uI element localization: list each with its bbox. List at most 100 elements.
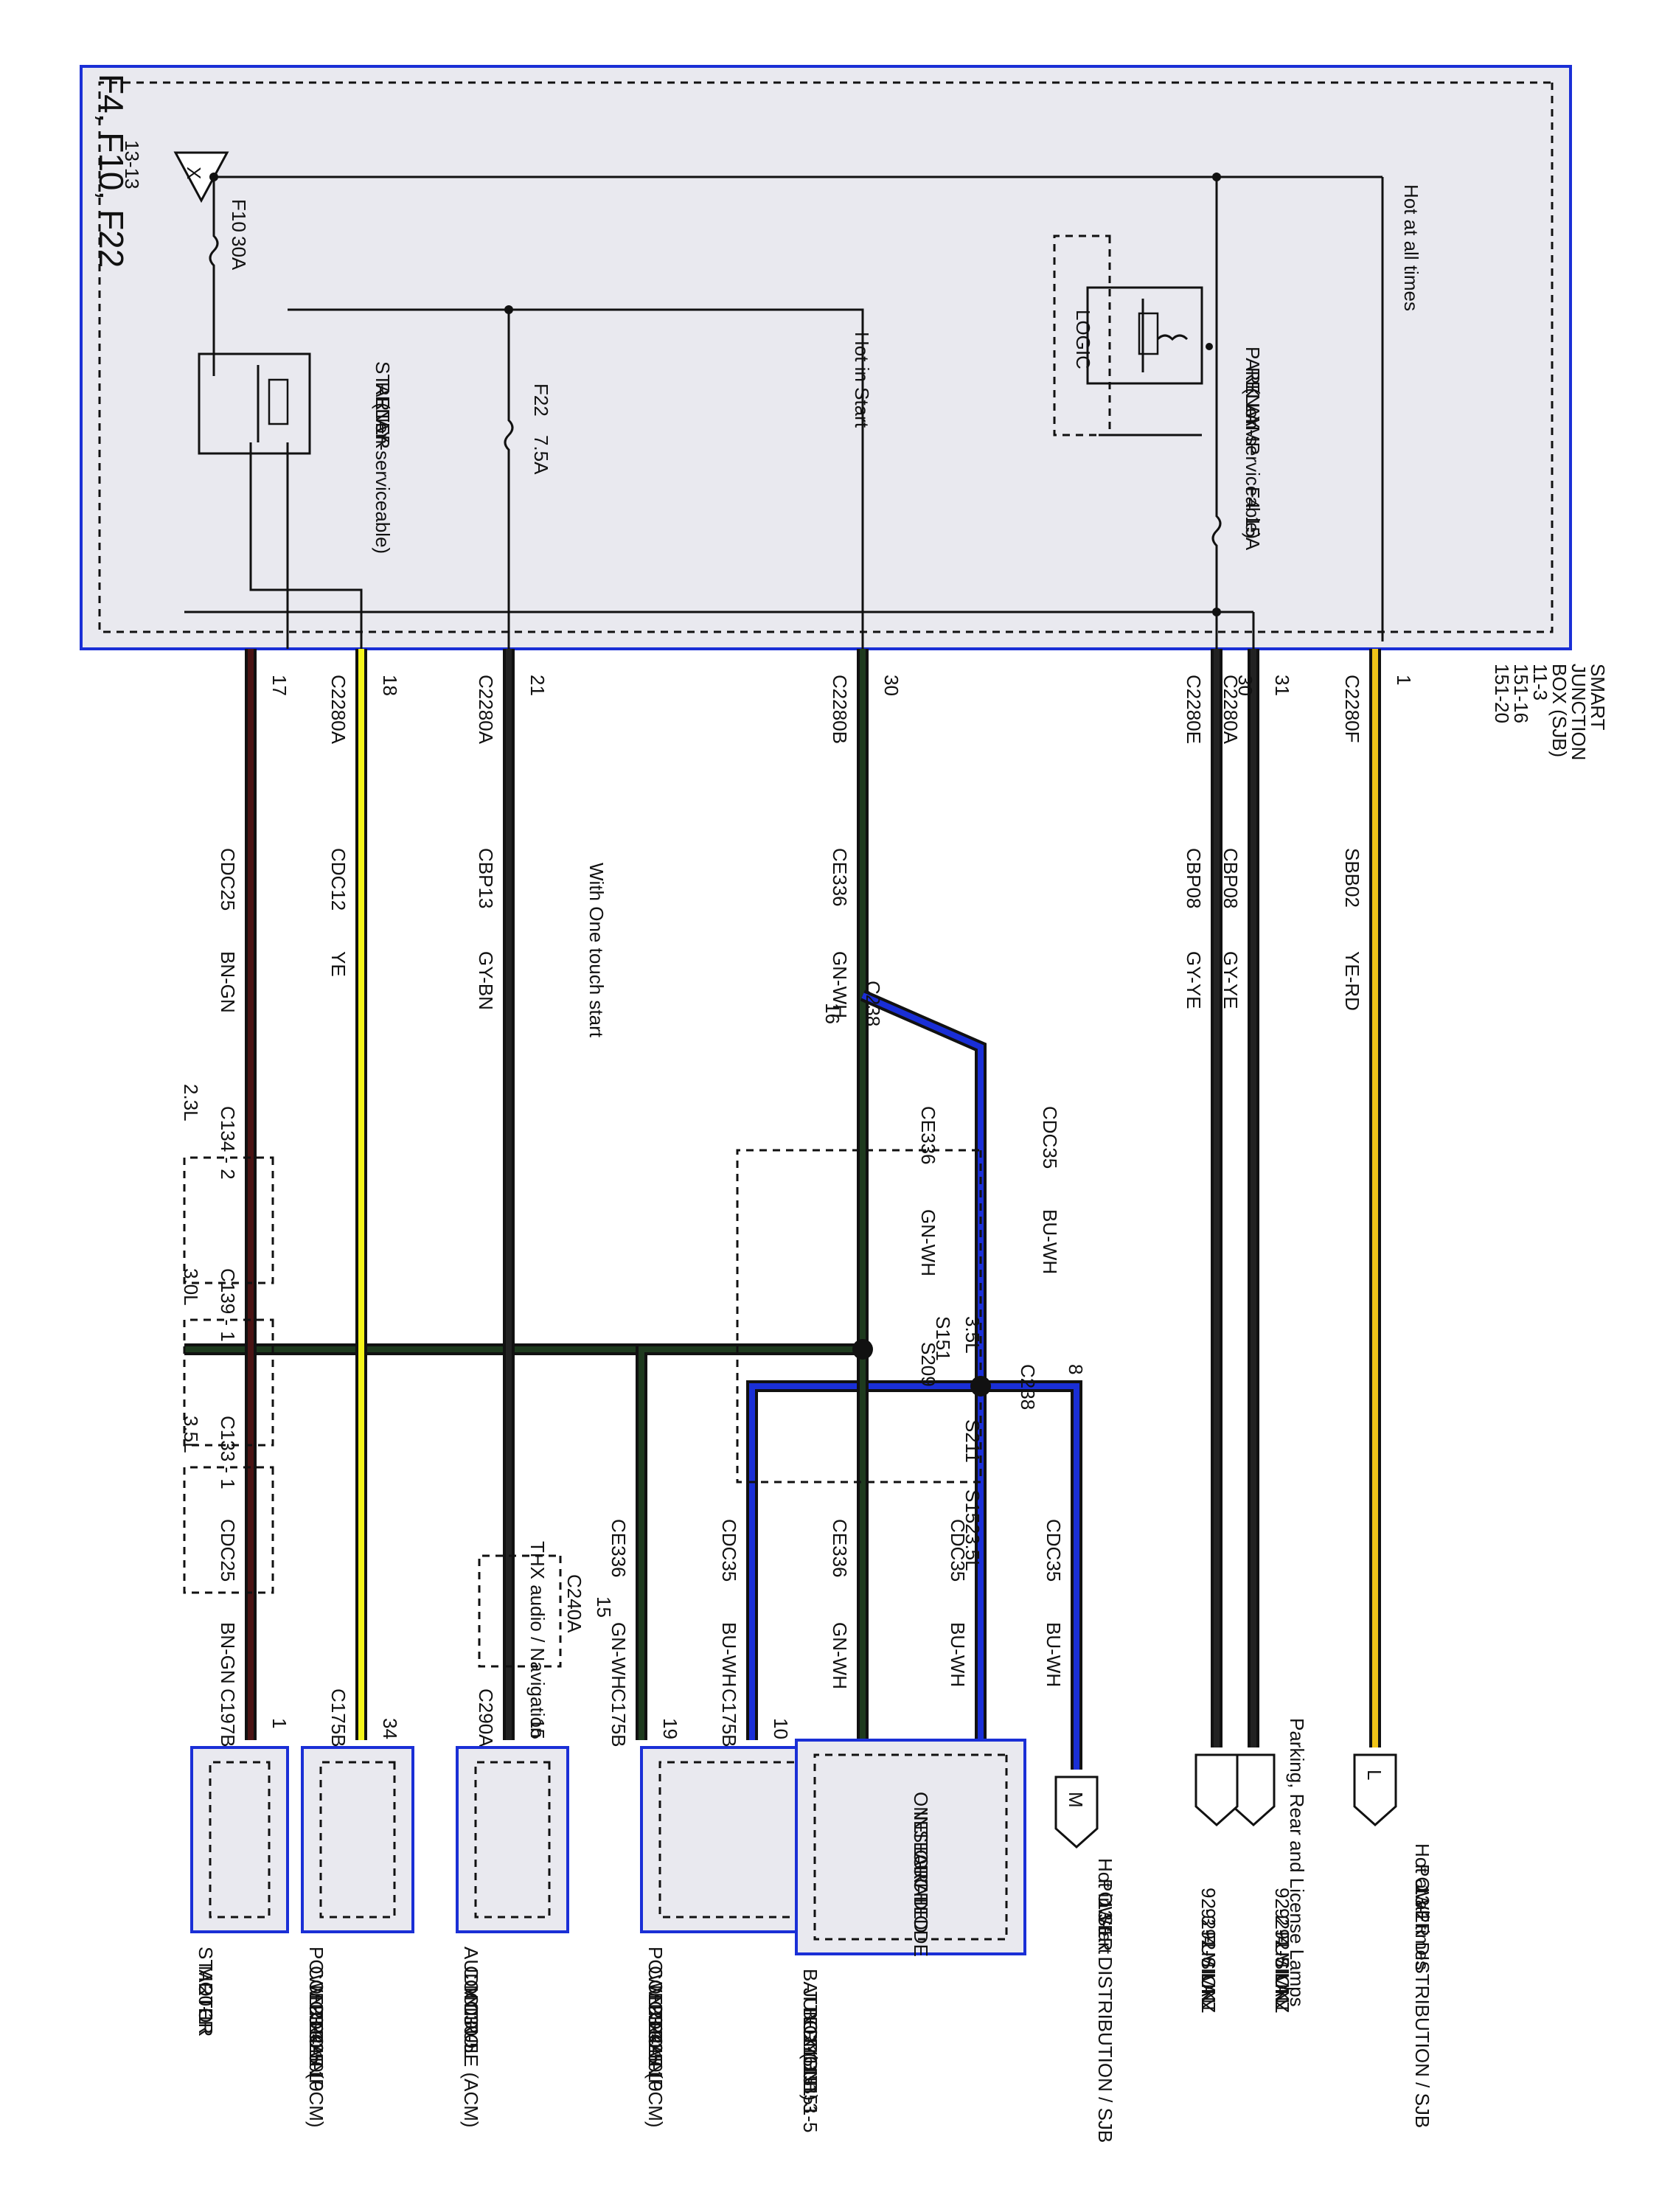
wire-cdc35-m (981, 1383, 1079, 1770)
s211-label: S211 (961, 1419, 984, 1463)
mid-labels: With One touch start C238 16 C238 8 S151… (180, 863, 1087, 1738)
pcm-module-2-label-5: 25-10 (305, 2042, 327, 2092)
ce336-mid-color: GN-WH (917, 1209, 939, 1276)
dest-m-tag: M (1054, 1775, 1099, 1849)
dest-l-tag-shape (1353, 1753, 1397, 1827)
acm-module-inner (474, 1761, 551, 1919)
bjb-inner-label-2: START DIODE (910, 1830, 932, 1957)
acm-module-label-1: CONTROL (460, 1966, 482, 2059)
wire-cdc35-pcm (749, 1383, 981, 1740)
bjb-inner-label-1: INTEGRATED (910, 1811, 932, 1933)
bjb-module-label-6: 151-5 (799, 2084, 821, 2133)
end-connector-pin-1: 19 (659, 1718, 681, 1739)
end-connector-id-3: C175B (327, 1688, 349, 1747)
sjb-ref-1: 11-3 (1529, 664, 1551, 700)
connector-id: C2280A (1220, 675, 1242, 745)
c133-label: C133 - 1 (217, 1416, 239, 1489)
fuse-f22-id: F22 (530, 383, 552, 417)
logic-box (1053, 234, 1111, 437)
pcm-module-1-label-4: 24-10 (644, 2023, 667, 2073)
park-lamp-relay (1086, 286, 1213, 385)
end-connector-pin-0: 10 (770, 1718, 792, 1739)
lower-color-5: BN-GN (217, 1622, 239, 1684)
circuit-id: CE336 (829, 848, 851, 907)
sjb-ref-3: 151-20 (1491, 664, 1513, 723)
dest-l-text-0: Hot at all times (1411, 1843, 1433, 1970)
bjb-module-label-3: 11-1 (799, 2026, 821, 2063)
sjb-box (80, 65, 1572, 650)
bjb-module-label-5: 151-3 (799, 2065, 821, 2114)
acm-module-frame (456, 1746, 569, 1933)
circuit-color: GY-BN (475, 951, 497, 1010)
ground-ref: 13-13 (121, 140, 143, 189)
connector-id: C2280A (327, 675, 349, 745)
with-one-touch-label: With One touch start (585, 863, 608, 1038)
starter-relay-label-2: RELAY (372, 382, 394, 443)
lamps-group1-0: 92-2 FUSION (1271, 1888, 1293, 2004)
s151-label: S151 (932, 1316, 954, 1361)
bjb-inner-label-0: ONE TOUCH (910, 1792, 932, 1906)
pcm-module-2-label-2: MODULE (PCM) (305, 1985, 327, 2128)
connector-pin: 21 (526, 675, 549, 696)
starter-motor-frame (190, 1746, 289, 1933)
connector-id: C2280F (1341, 675, 1363, 743)
bjb-module-label-4: 151-1 (799, 2045, 821, 2095)
cdc35-mid-circuit: CDC35 (1039, 1106, 1061, 1169)
connector-pin: 18 (379, 675, 401, 696)
connector-pin: 30 (880, 675, 902, 696)
wire-ce336-pcm (639, 1346, 863, 1740)
circuit-id: SBB02 (1341, 848, 1363, 908)
starter-relay-label-3: (Non-serviceable) (372, 403, 394, 554)
hot-at-all-times-label: Hot at all times (1400, 184, 1422, 311)
lower-color-3: BU-WH (718, 1622, 740, 1687)
lamps-group2-2: 92-6 MKZ (1197, 1929, 1220, 2013)
lower-wire-labels: CDC35BU-WHCDC35BU-WHCE336GN-WHCDC35BU-WH… (217, 1519, 1065, 1689)
hot-in-start-label: Hot in Start (851, 332, 873, 428)
bjb-module-label-1: JUNCTION (799, 1988, 821, 2084)
lamps-group1-1: 92-4 MILAN (1271, 1908, 1293, 2011)
circuit-color: BN-GN (217, 951, 239, 1013)
c134-label: C134 - 2 (217, 1106, 239, 1180)
lower-circuit-4: CE336 (608, 1519, 630, 1578)
bjb-module-inner (813, 1753, 1008, 1941)
dest-m-tag-shape (1054, 1775, 1099, 1849)
dest-l-text-1: POWER DISTRIBUTION / SJB (1411, 1864, 1433, 2128)
lower-color-0: BU-WH (1043, 1622, 1065, 1687)
park-lamp-relay-label-2: RELAY (1242, 367, 1264, 428)
sjb-name-line-2: JUNCTION (1568, 664, 1590, 760)
c238-8-pin: 8 (1065, 1364, 1087, 1374)
c240a-pin: 15 (593, 1596, 615, 1618)
pcm-module-1-label-3: 23-12 (644, 2004, 667, 2053)
lower-color-1: BU-WH (947, 1622, 969, 1687)
dest-m-text-2: 13-1 (1094, 1899, 1116, 1938)
starter-motor-label-0: STARTER (195, 1947, 217, 2034)
pcm-module-2-label-3: 23-12 (305, 2004, 327, 2053)
thx-note: THX audio / Navigation (526, 1541, 549, 1738)
circuit-id: CBP13 (475, 848, 497, 908)
ce336-mid-circuit: CE336 (917, 1106, 939, 1165)
starter-motor-inner (209, 1761, 271, 1919)
acm-module-label-0: AUDIO (460, 1947, 482, 2007)
sjb-name: SMART JUNCTION BOX (SJB) 11-3 151-16 151… (1491, 664, 1609, 760)
lower-circuit-3: CDC35 (718, 1519, 740, 1582)
pcm-module-1-label-5: 25-10 (644, 2042, 667, 2092)
one-touch-zone (736, 1149, 982, 1484)
end-connector-id-0: C175B (718, 1688, 740, 1747)
starter-relay (198, 352, 311, 455)
dest-l-text-2: 13-2 (1411, 1885, 1433, 1923)
lamps-group2-1: 92-4 MILAN (1197, 1908, 1220, 2011)
pcm-module-1-label-2: MODULE (PCM) (644, 1985, 667, 2128)
connector-id: C2280A (475, 675, 497, 745)
wire-ce336-s209 (184, 995, 866, 1352)
wire-ce336-s209-shadow (184, 995, 869, 1355)
starter-relay-label-1: STARTER (372, 361, 394, 449)
pcm-module-2-label-4: 24-10 (305, 2023, 327, 2073)
acm-module-label-2: MODULE (ACM) (460, 1985, 482, 2128)
